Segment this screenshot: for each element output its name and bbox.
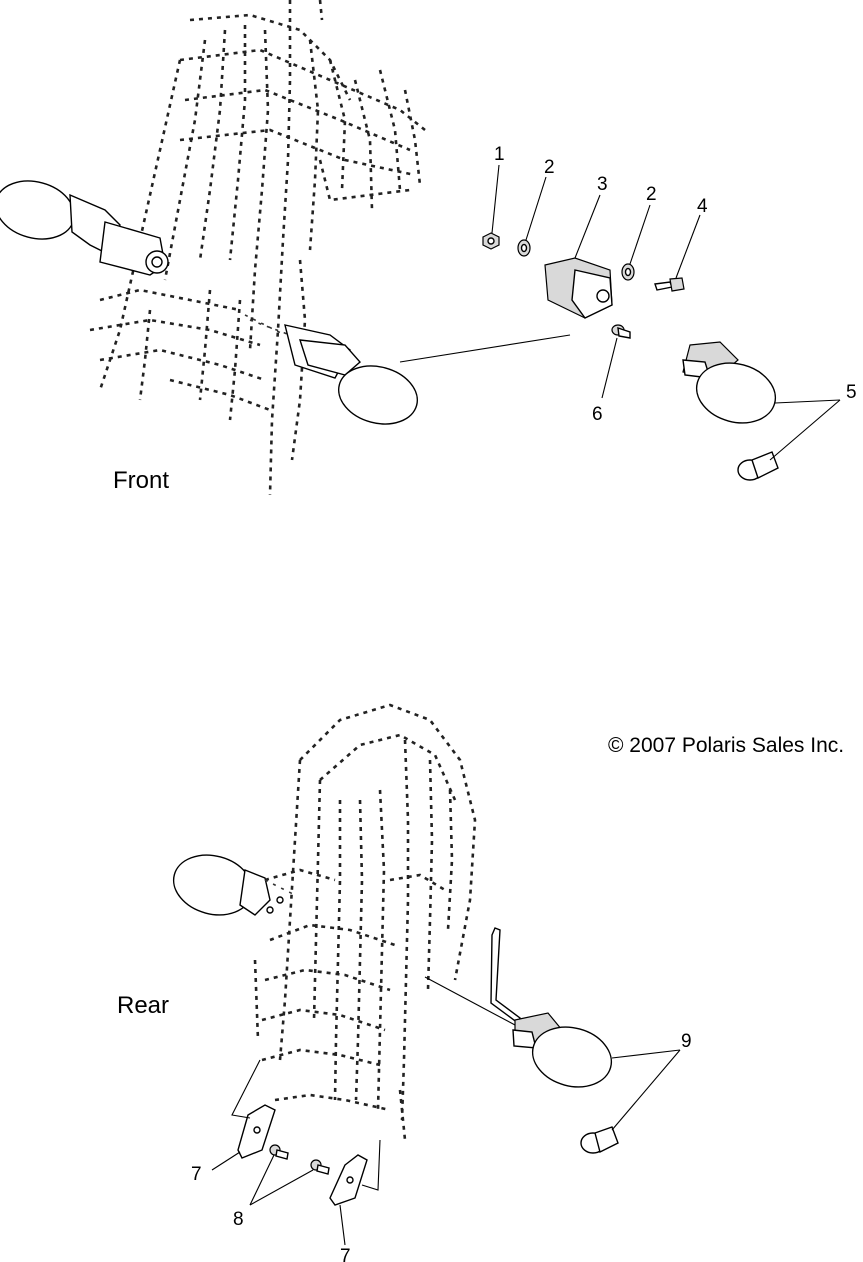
bolt-part	[654, 277, 685, 292]
rear-screw-left	[269, 1144, 289, 1160]
callout-7-right: 7	[340, 1246, 351, 1262]
rear-left-turn-signal	[172, 854, 296, 916]
screw-part	[611, 324, 631, 339]
mounting-plate-right	[329, 1154, 368, 1206]
callout-8: 8	[233, 1209, 244, 1230]
front-bulb-part	[737, 451, 779, 481]
front-left-turn-signal	[0, 180, 169, 276]
rear-assembly	[172, 703, 681, 1246]
callout-4: 4	[697, 196, 708, 217]
front-right-turn-signal	[244, 314, 419, 425]
callout-9: 9	[681, 1031, 692, 1052]
rear-callout-leaders	[211, 1049, 681, 1246]
rear-phantom-body	[253, 703, 477, 1141]
front-turn-signal-part	[682, 341, 777, 424]
callout-7-left: 7	[191, 1164, 202, 1185]
rear-screw-right	[310, 1159, 330, 1175]
callout-2-left: 2	[544, 157, 555, 178]
bracket-part	[544, 257, 613, 319]
copyright-text: © 2007 Polaris Sales Inc.	[608, 734, 844, 757]
callout-3: 3	[597, 174, 608, 195]
callout-2-right: 2	[646, 184, 657, 205]
callout-6: 6	[592, 404, 603, 425]
rear-bulb-part	[580, 1126, 619, 1154]
washer-part-right	[621, 263, 635, 281]
rear-label: Rear	[117, 992, 169, 1019]
front-exploded-parts	[482, 232, 779, 481]
front-label: Front	[113, 467, 169, 494]
washer-part-left	[517, 239, 531, 257]
callout-5: 5	[846, 382, 857, 403]
front-explode-line	[399, 334, 571, 363]
front-assembly	[0, 0, 841, 496]
nut-part	[482, 232, 500, 250]
front-callout-leaders	[491, 164, 841, 461]
rear-right-turn-signal	[424, 927, 613, 1088]
callout-1: 1	[494, 144, 505, 165]
mounting-plate-left	[237, 1104, 276, 1159]
